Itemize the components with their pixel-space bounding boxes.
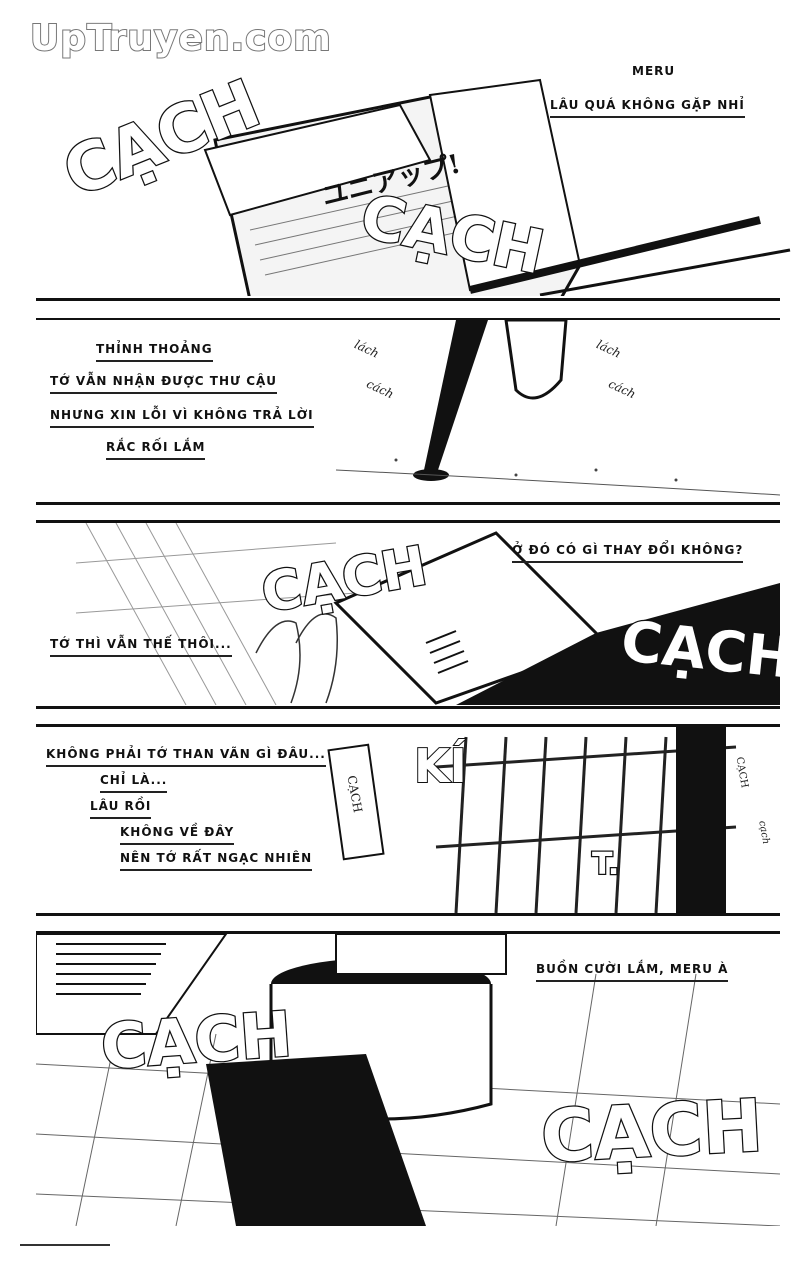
mailbox-illustration bbox=[75, 523, 780, 705]
panel-2: THỈNH THOẢNG TỚ VẪN NHẬN ĐƯỢC THƯ CẬU NH… bbox=[36, 320, 780, 500]
site-watermark: UpTruyen.com bbox=[29, 17, 332, 60]
panel-3: Ở ĐÓ CÓ GÌ THAY ĐỔI KHÔNG? TỚ THÌ VẪN TH… bbox=[36, 523, 780, 705]
panel-border bbox=[36, 706, 780, 709]
sfx-ki: KÍ bbox=[413, 738, 468, 794]
newspaper-illustration bbox=[203, 78, 791, 296]
panel-border bbox=[36, 724, 780, 727]
panel-border bbox=[36, 520, 780, 523]
panel-border bbox=[36, 298, 780, 301]
panel-4: KHÔNG PHẢI TỚ THAN VÃN GÌ ĐÂU... CHỈ LÀ.… bbox=[36, 727, 780, 913]
sfx-cach-5: CẠCH bbox=[97, 996, 295, 1085]
caption-anything-changed: Ở ĐÓ CÓ GÌ THAY ĐỔI KHÔNG? bbox=[512, 543, 744, 563]
caption-sometimes: THỈNH THOẢNG bbox=[96, 342, 213, 362]
caption-troublesome: RẮC RỐI LẮM bbox=[106, 440, 206, 460]
caption-sorry: NHƯNG XIN LỖI VÌ KHÔNG TRẢ LỜI bbox=[50, 408, 314, 428]
caption-long-time-ago: LÂU RỒI bbox=[90, 799, 152, 819]
panel-5: BUỒN CƯỜI LẮM, MERU À CẠCH CẠCH bbox=[36, 934, 780, 1226]
panel-border bbox=[36, 502, 780, 505]
caption-surprised: NÊN TỚ RẤT NGẠC NHIÊN bbox=[120, 851, 313, 871]
caption-meru: MERU bbox=[632, 64, 676, 78]
gate-illustration bbox=[327, 727, 737, 913]
caption-not-complaining: KHÔNG PHẢI TỚ THAN VÃN GÌ ĐÂU... bbox=[46, 747, 326, 767]
caption-funny-meru: BUỒN CƯỜI LẮM, MERU À bbox=[536, 962, 729, 982]
sfx-t: T. bbox=[591, 846, 621, 884]
street-illustration bbox=[335, 320, 780, 496]
paving-illustration bbox=[36, 934, 780, 1226]
caption-im-same: TỚ THÌ VẪN THẾ THÔI... bbox=[50, 637, 232, 657]
sfx-cach-6: CẠCH bbox=[538, 1082, 766, 1180]
page-footer-rule bbox=[20, 1244, 110, 1246]
panel-border bbox=[36, 318, 780, 321]
caption-receive-letters: TỚ VẪN NHẬN ĐƯỢC THƯ CẬU bbox=[50, 374, 278, 394]
panel-1: MERU LÂU QUÁ KHÔNG GẶP NHỈ CẠCH CẠCH ユニア… bbox=[0, 0, 800, 296]
caption-just: CHỈ LÀ... bbox=[100, 773, 168, 793]
caption-long-time: LÂU QUÁ KHÔNG GẶP NHỈ bbox=[550, 98, 745, 118]
panel-border bbox=[36, 913, 780, 916]
caption-not-back-here: KHÔNG VỀ ĐÂY bbox=[120, 825, 235, 845]
panel-border bbox=[36, 931, 780, 934]
